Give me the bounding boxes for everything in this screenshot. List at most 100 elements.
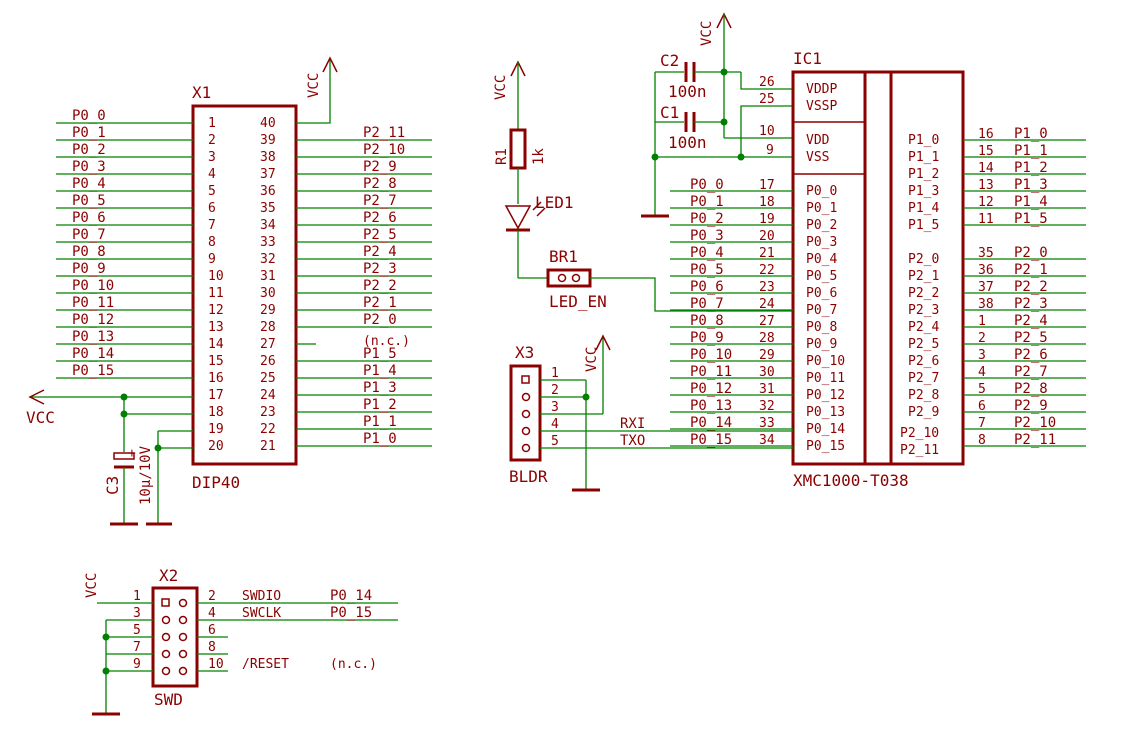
ic1-pin-name: P0_0 [806,184,837,199]
net-label: P1_5 [363,346,397,362]
x1-pin-number: 7 [208,218,216,233]
ic1-pin-number: 20 [759,229,775,244]
ic1-pin-name: P2_0 [908,252,939,267]
ic1-pin-name: P0_3 [806,235,837,250]
net-label: P0_0 [690,177,724,193]
net-label: P0_5 [72,193,106,209]
x2-pin-number: 5 [133,623,141,638]
ic1-pin-number: 37 [978,280,994,295]
vcc-label: VCC [26,408,55,427]
x1-pin-number: 2 [208,133,216,148]
ic1-value-label: XMC1000-T038 [793,471,909,490]
net-label: P1_1 [363,414,397,430]
ic1-pin-name: P2_10 [900,426,939,441]
net-label: P0_9 [690,330,724,346]
net-label: P0_14 [330,588,372,604]
ic1-pin-number: 25 [759,92,775,107]
led-enable-circuit: VCC R1 1k LED1 BR1 LED_EN [493,60,793,312]
net-label: P0_14 [72,346,114,362]
net-label: P0_7 [72,227,106,243]
x1-body [191,104,298,466]
signal-label: SWCLK [242,606,281,621]
ic1-pin-number: 28 [759,331,775,346]
net-label: P0_13 [72,329,114,345]
net-label: P0_6 [72,210,106,226]
r1-value-label: 1k [531,148,547,165]
net-label: P0_3 [690,228,724,244]
x1-pin-number: 12 [208,303,224,318]
ic1-pin-number: 33 [759,416,775,431]
x1-pin-number: 28 [260,320,276,335]
c2-value-label: 100n [668,82,707,101]
ic1-pin-name: P0_1 [806,201,837,216]
x1-pin-number: 5 [208,184,216,199]
x1-right-nets: P2_11 P2_10 P2_9 P2_8 P2_7 P2_6 P2_5 P2_… [296,125,432,447]
x1-pin-number: 20 [208,439,224,454]
r1-ref-label: R1 [494,148,510,165]
net-label: P0_12 [690,381,732,397]
net-label: P0_10 [690,347,732,363]
x3-bootloader-header: X3 BLDR 1 2 3 4 5 RXI TXO VCC [509,334,793,492]
net-label: P1_4 [363,363,397,379]
net-label: P0_7 [690,296,724,312]
c1-value-label: 100n [668,133,707,152]
net-label: P2_6 [363,210,397,226]
ic1-pin-name: P0_6 [806,286,837,301]
ic1-pin-name: P0_12 [806,388,845,403]
ic1-pin-name: P0_15 [806,439,845,454]
x1-pin-number: 3 [208,150,216,165]
ic1-pin-number: 7 [978,416,986,431]
net-label: P0_11 [690,364,732,380]
x1-pin-number: 22 [260,422,276,437]
x1-pin-number: 34 [260,218,276,233]
x1-pin-number: 8 [208,235,216,250]
net-label: P0_12 [72,312,114,328]
ic1-pin-number: 5 [978,382,986,397]
c2-ref-label: C2 [660,51,679,70]
net-label: P0_15 [330,605,372,621]
ic1-pin-number: 34 [759,433,775,448]
x1-pin-number: 13 [208,320,224,335]
c3-ref-label: C3 [103,476,122,495]
x1-pin-number: 9 [208,252,216,267]
x2-pin-number: 4 [208,606,216,621]
net-label: P0_4 [690,245,724,261]
net-label: P0_1 [690,194,724,210]
ic1-pin-name: P0_11 [806,371,845,386]
ic1-pin-name: P2_5 [908,337,939,352]
x3-ref-label: X3 [515,343,534,362]
net-label: P1_0 [363,431,397,447]
net-label: P2_11 [363,125,405,141]
ic1-pin-number: 26 [759,75,775,90]
vcc-arrow-icon [595,334,611,351]
x2-pin-number: 8 [208,640,216,655]
r1-resistor [509,128,527,170]
ic1-pin-name: P2_2 [908,286,939,301]
ic1-pin-name: P0_7 [806,303,837,318]
x1-pin-number: 14 [208,337,224,352]
ic1-pin-name: P1_3 [908,184,939,199]
x3-value-label: BLDR [509,467,548,486]
x1-value-label: DIP40 [192,473,240,492]
ic1-pin-name: P2_11 [900,443,939,458]
ic1-pin-number: 19 [759,212,775,227]
net-label: P1_0 [1014,126,1048,142]
ic1-pin-number: 38 [978,297,994,312]
ic1-pin-number: 9 [766,143,774,158]
x1-pin-number: 40 [260,116,276,131]
x2-pin-number: 1 [133,589,141,604]
net-label: P2_1 [363,295,397,311]
net-label: P1_3 [1014,177,1048,193]
x1-pin-number: 1 [208,116,216,131]
vcc-label: VCC [699,21,715,46]
ic1-pin-name: P0_5 [806,269,837,284]
ic1-pin-number: 15 [978,144,994,159]
x1-connector: X1 DIP40 1 2 3 4 5 6 7 8 9 10 11 12 13 1… [191,83,298,492]
vcc-label: VCC [584,347,600,372]
ic1-pin-number: 13 [978,178,994,193]
x1-pin-number: 39 [260,133,276,148]
ic1-pin-name: P1_0 [908,133,939,148]
vcc-label: VCC [493,75,509,100]
net-label: P0_4 [72,176,106,192]
net-label: P0_15 [72,363,114,379]
